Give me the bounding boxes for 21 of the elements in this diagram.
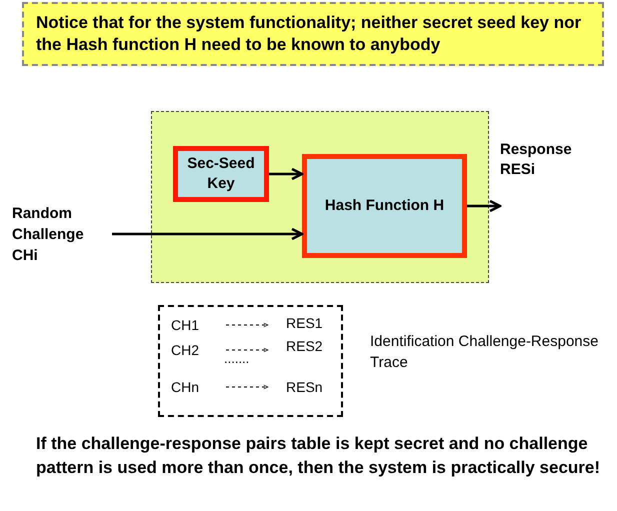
arrow [226, 322, 268, 328]
arrow [467, 200, 502, 212]
challenge-label: CH2 [171, 341, 226, 359]
arrow [226, 348, 268, 352]
input-label: Random Challenge CHi [12, 203, 112, 265]
challenge-label: CH1 [171, 316, 226, 334]
challenge-label: CHn [171, 378, 226, 396]
response-label: RES1 [268, 314, 330, 332]
arrow [112, 228, 304, 240]
note-box: Notice that for the system functionality; neither secret seed key nor the Hash function H need to be known to anybody [22, 2, 604, 66]
ellipsis: ....... [224, 352, 250, 366]
response-label: RES2 [268, 337, 330, 355]
response-label: RESn [268, 378, 330, 396]
system-panel [151, 111, 489, 283]
output-label: Response RESi [500, 140, 600, 212]
hash-function-box: Hash Function H [302, 154, 467, 258]
arrow [269, 168, 304, 180]
trace-caption: Identification Challenge-Response Trace [370, 332, 600, 373]
key-box: Sec-Seed Key [173, 146, 269, 202]
arrow [226, 384, 268, 390]
caption: If the challenge-response pairs table is kept secret and no challenge pattern is used more than once, then the system is practically secure! [36, 433, 602, 479]
